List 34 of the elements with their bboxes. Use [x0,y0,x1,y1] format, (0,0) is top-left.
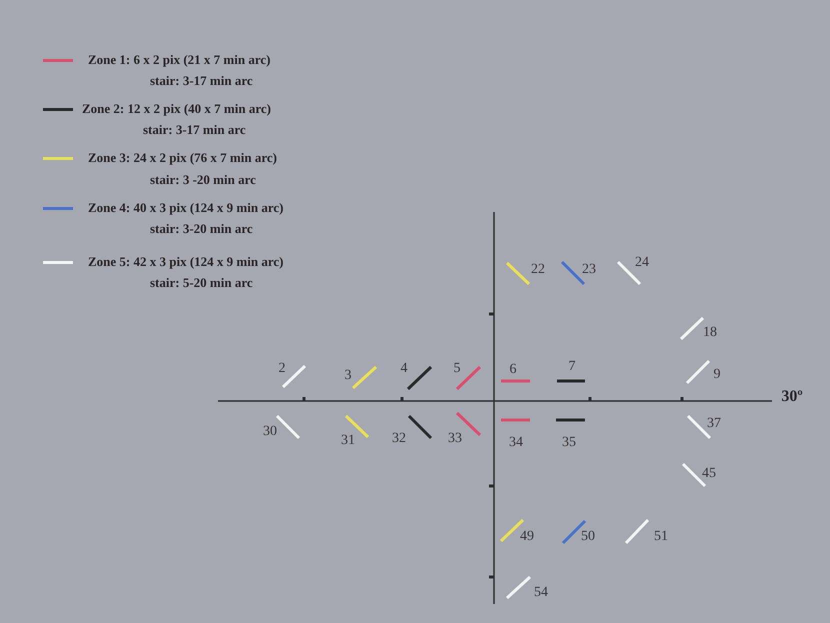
stimulus-number: 34 [509,436,523,450]
legend-note: stair: 3-17 min arc [150,74,253,87]
legend-text: Zone 2: 12 x 2 pix (40 x 7 min arc) [82,102,271,115]
stimulus-number: 31 [341,434,355,448]
legend-text: Zone 1: 6 x 2 pix (21 x 7 min arc) [88,53,270,66]
stimulus-number: 6 [510,363,516,377]
legend-note: stair: 5-20 min arc [150,276,253,289]
axis-label: 30º [781,389,803,405]
legend-text: Zone 5: 42 x 3 pix (124 x 9 min arc) [88,255,284,268]
stimulus-number: 18 [703,326,717,340]
stimulus-number: 33 [448,432,462,446]
stimulus-number: 50 [581,530,595,544]
stimulus-number: 49 [520,530,534,544]
stimulus-number: 37 [707,417,721,431]
stimulus-number: 32 [392,432,406,446]
stimulus-number: 2 [278,362,286,376]
legend-note: stair: 3-17 min arc [143,123,246,136]
stimulus-number: 51 [654,530,668,544]
stimulus-number: 3 [344,369,352,383]
stimulus-number: 22 [531,263,545,277]
stimulus-number: 5 [454,362,460,376]
stimulus-number: 9 [714,368,720,382]
stimulus-number: 24 [635,256,649,270]
legend-note: stair: 3-20 min arc [150,222,253,235]
stimulus-number: 35 [562,436,576,450]
stimulus-number: 54 [534,586,548,600]
legend-text: Zone 4: 40 x 3 pix (124 x 9 min arc) [88,201,284,214]
legend-text: Zone 3: 24 x 2 pix (76 x 7 min arc) [88,151,277,164]
stimulus-number: 30 [263,425,277,439]
legend-note: stair: 3 -20 min arc [150,173,256,186]
stimulus-number: 7 [568,360,576,374]
stimulus-number: 4 [400,362,408,376]
stimulus-number: 45 [702,467,716,481]
stimulus-number: 23 [582,263,596,277]
